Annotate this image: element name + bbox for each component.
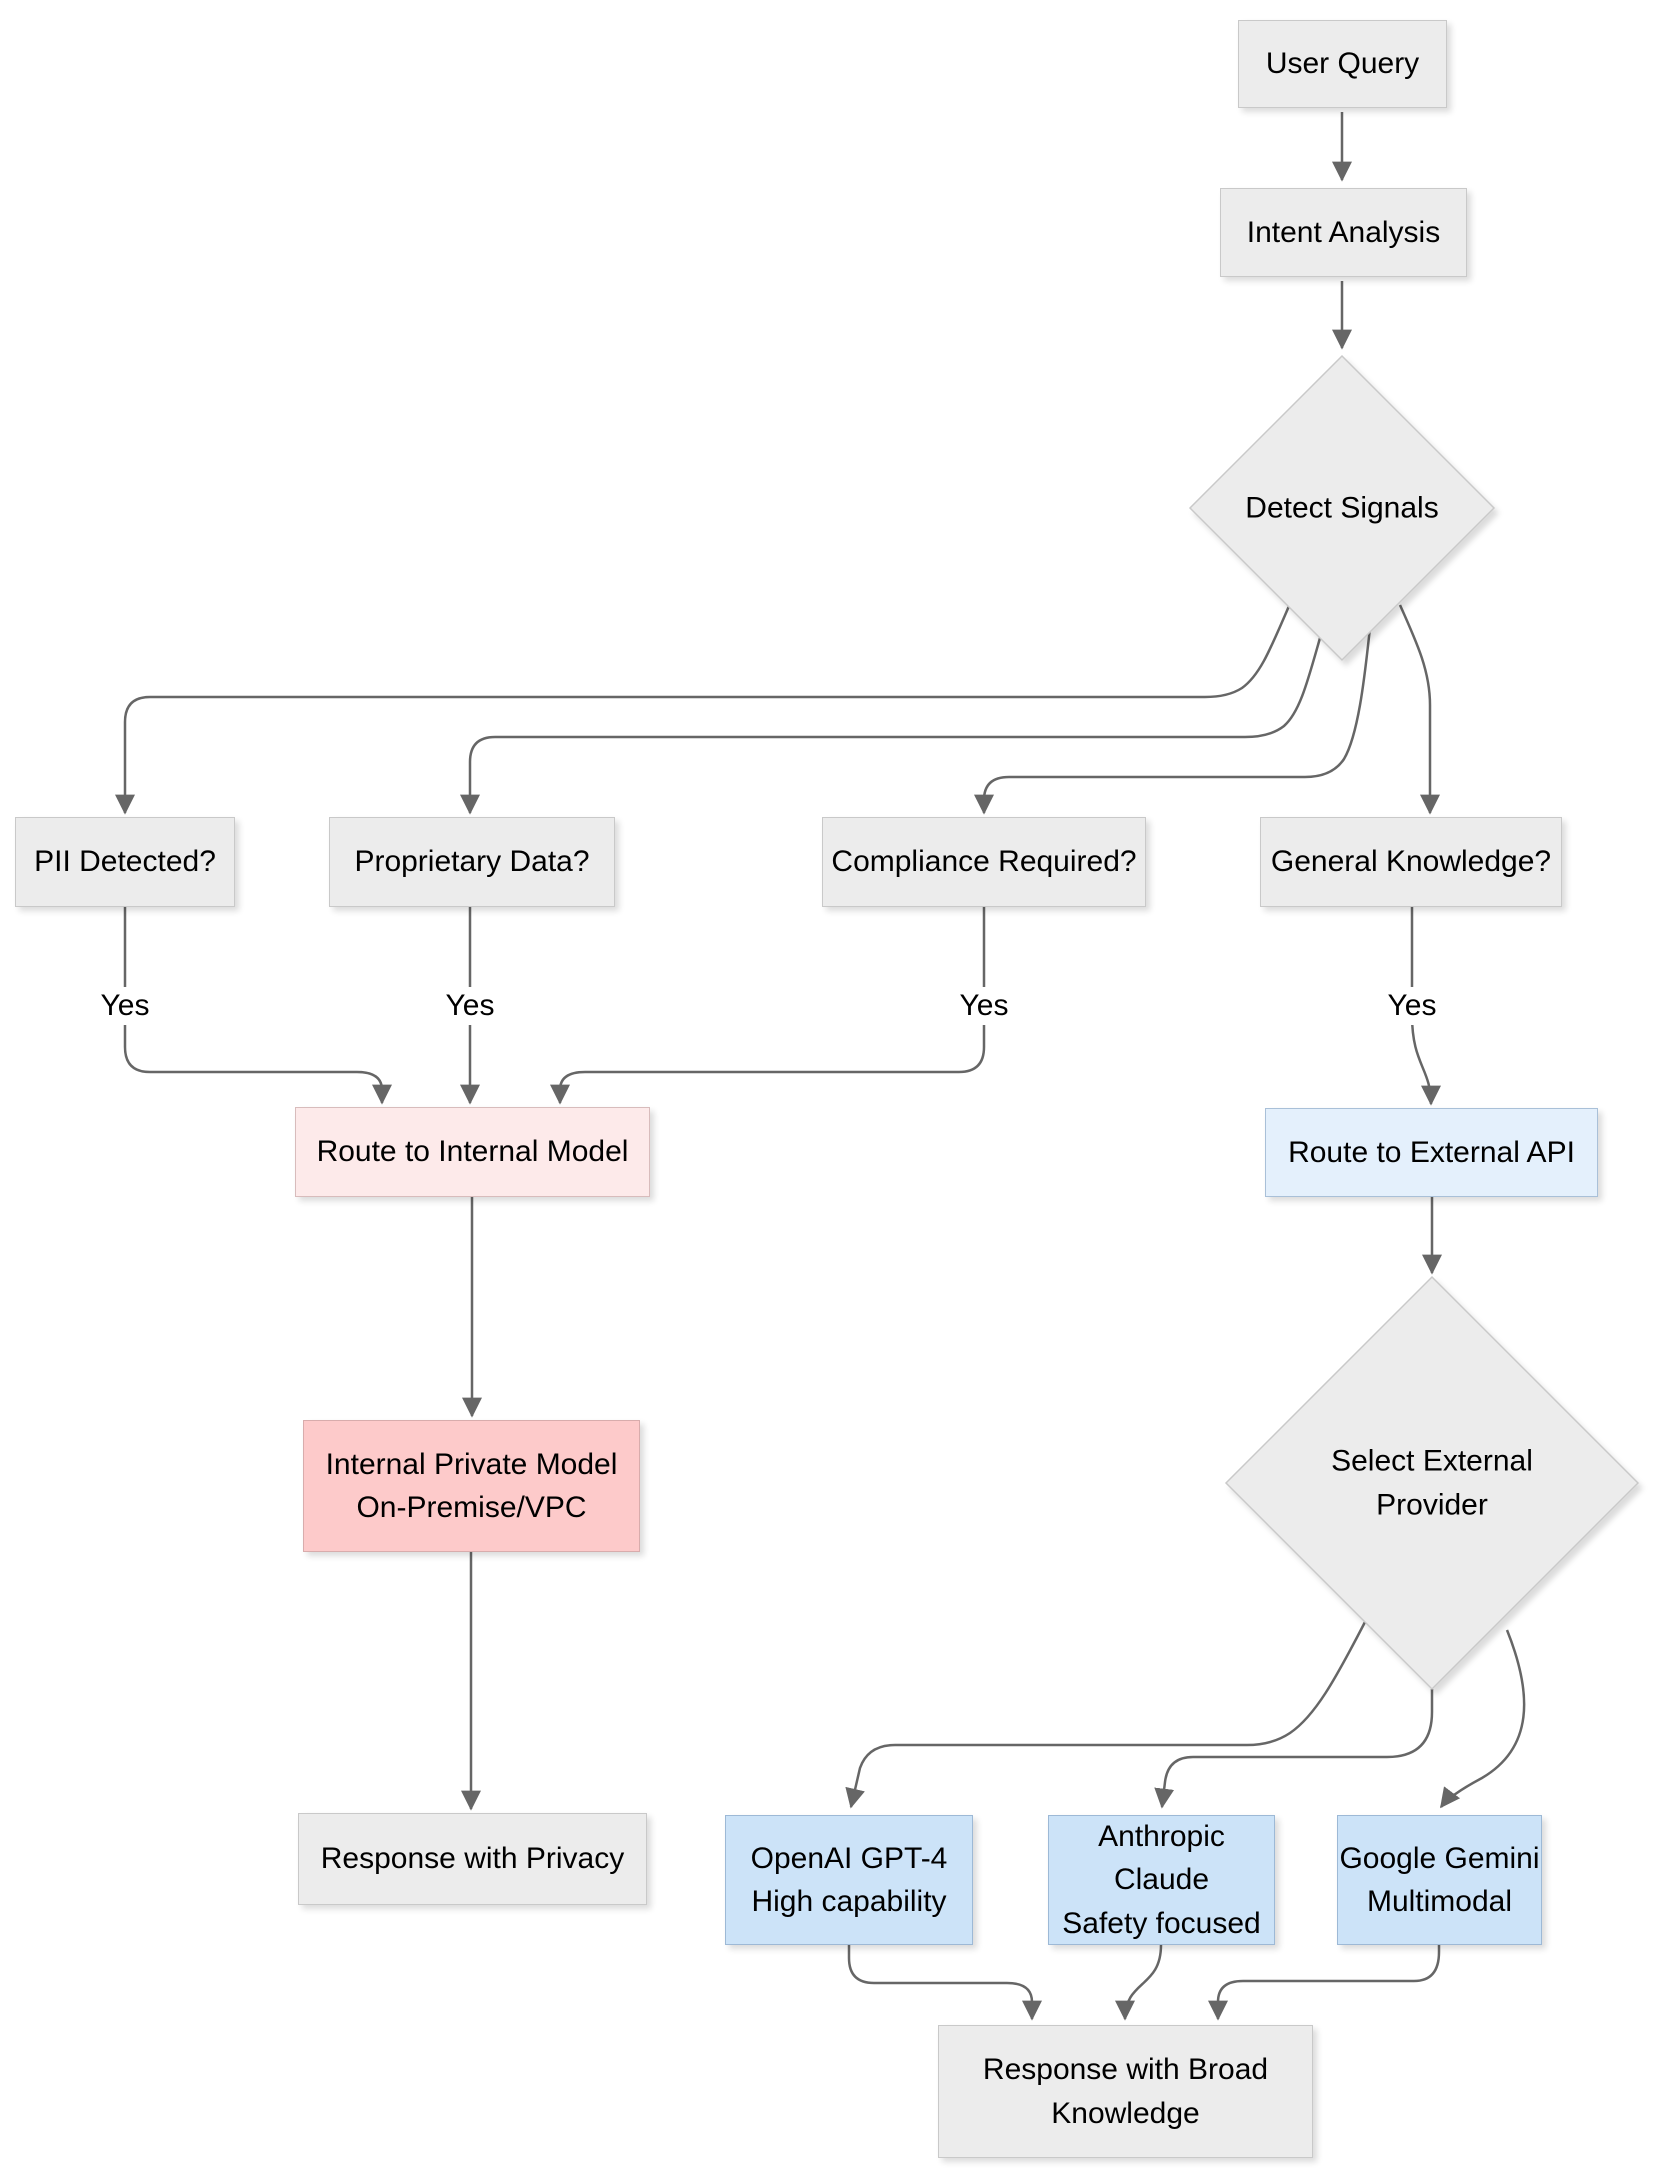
edge-select-provider-to-anthropic <box>1154 1689 1434 1809</box>
node-anthropic-claude: Anthropic Claude Safety focused <box>1048 1815 1275 1945</box>
node-detect-signals-label: Detect Signals <box>1245 491 1439 525</box>
node-compliance-required: Compliance Required? <box>822 817 1146 907</box>
node-route-to-external-api: Route to External API <box>1265 1108 1598 1197</box>
edge-detect-signals-to-general <box>1398 604 1440 815</box>
node-label: User Query <box>1265 47 1420 81</box>
node-label: OpenAI GPT-4 High capability <box>750 1841 948 1919</box>
node-label: Compliance Required? <box>831 845 1137 879</box>
node-response-with-privacy: Response with Privacy <box>298 1813 647 1905</box>
node-label: Response with Privacy <box>320 1842 625 1876</box>
edge-gemini-to-response-broad <box>1208 1945 1441 2021</box>
node-label: Intent Analysis <box>1246 215 1441 249</box>
node-label: Anthropic Claude Safety focused <box>1062 1819 1261 1940</box>
node-label: Internal Private Model On-Premise/VPC <box>325 1447 618 1525</box>
node-label: Response with Broad Knowledge <box>982 2053 1269 2130</box>
node-label: PII Detected? <box>34 845 216 879</box>
detect-signals-diamond <box>1188 354 1496 662</box>
node-proprietary-data: Proprietary Data? <box>329 817 615 907</box>
edge-detect-signals-to-compliance <box>974 627 1372 815</box>
edge-label-compliance-yes: Yes <box>951 987 1017 1025</box>
node-label: Route to Internal Model <box>316 1135 629 1169</box>
node-label: Proprietary Data? <box>354 845 590 879</box>
edge-openai-to-response-broad <box>847 1945 1042 2021</box>
node-openai-gpt4: OpenAI GPT-4 High capability <box>725 1815 973 1945</box>
edge-compliance-yes-to-route-internal <box>550 907 986 1105</box>
edge-select-provider-to-openai <box>845 1621 1367 1809</box>
node-internal-private-model: Internal Private Model On-Premise/VPC <box>303 1420 640 1552</box>
node-pii-detected: PII Detected? <box>15 817 235 907</box>
node-intent-analysis: Intent Analysis <box>1220 188 1467 277</box>
node-google-gemini: Google Gemini Multimodal <box>1337 1815 1542 1945</box>
node-response-with-broad-knowledge: Response with Broad Knowledge <box>938 2025 1313 2158</box>
edge-pii-yes-to-route-internal <box>123 907 392 1105</box>
node-user-query: User Query <box>1238 20 1447 108</box>
edge-select-provider-to-gemini <box>1440 1629 1526 1809</box>
edge-detect-signals-to-proprietary <box>460 637 1322 815</box>
edge-detect-signals-to-pii <box>115 605 1291 815</box>
select-external-provider-diamond <box>1224 1275 1640 1691</box>
edge-anthropic-to-response-broad <box>1115 1944 1163 2021</box>
node-label: General Knowledge? <box>1270 845 1552 879</box>
edge-label-general-yes: Yes <box>1379 987 1445 1025</box>
node-route-to-internal-model: Route to Internal Model <box>295 1107 650 1197</box>
edge-label-pii-yes: Yes <box>92 987 158 1025</box>
node-label: Google Gemini Multimodal <box>1339 1841 1540 1919</box>
node-general-knowledge: General Knowledge? <box>1260 817 1562 907</box>
node-label: Route to External API <box>1288 1135 1575 1169</box>
edge-label-proprietary-yes: Yes <box>437 987 503 1025</box>
node-select-external-provider-label: Select External Provider <box>1331 1444 1533 1522</box>
